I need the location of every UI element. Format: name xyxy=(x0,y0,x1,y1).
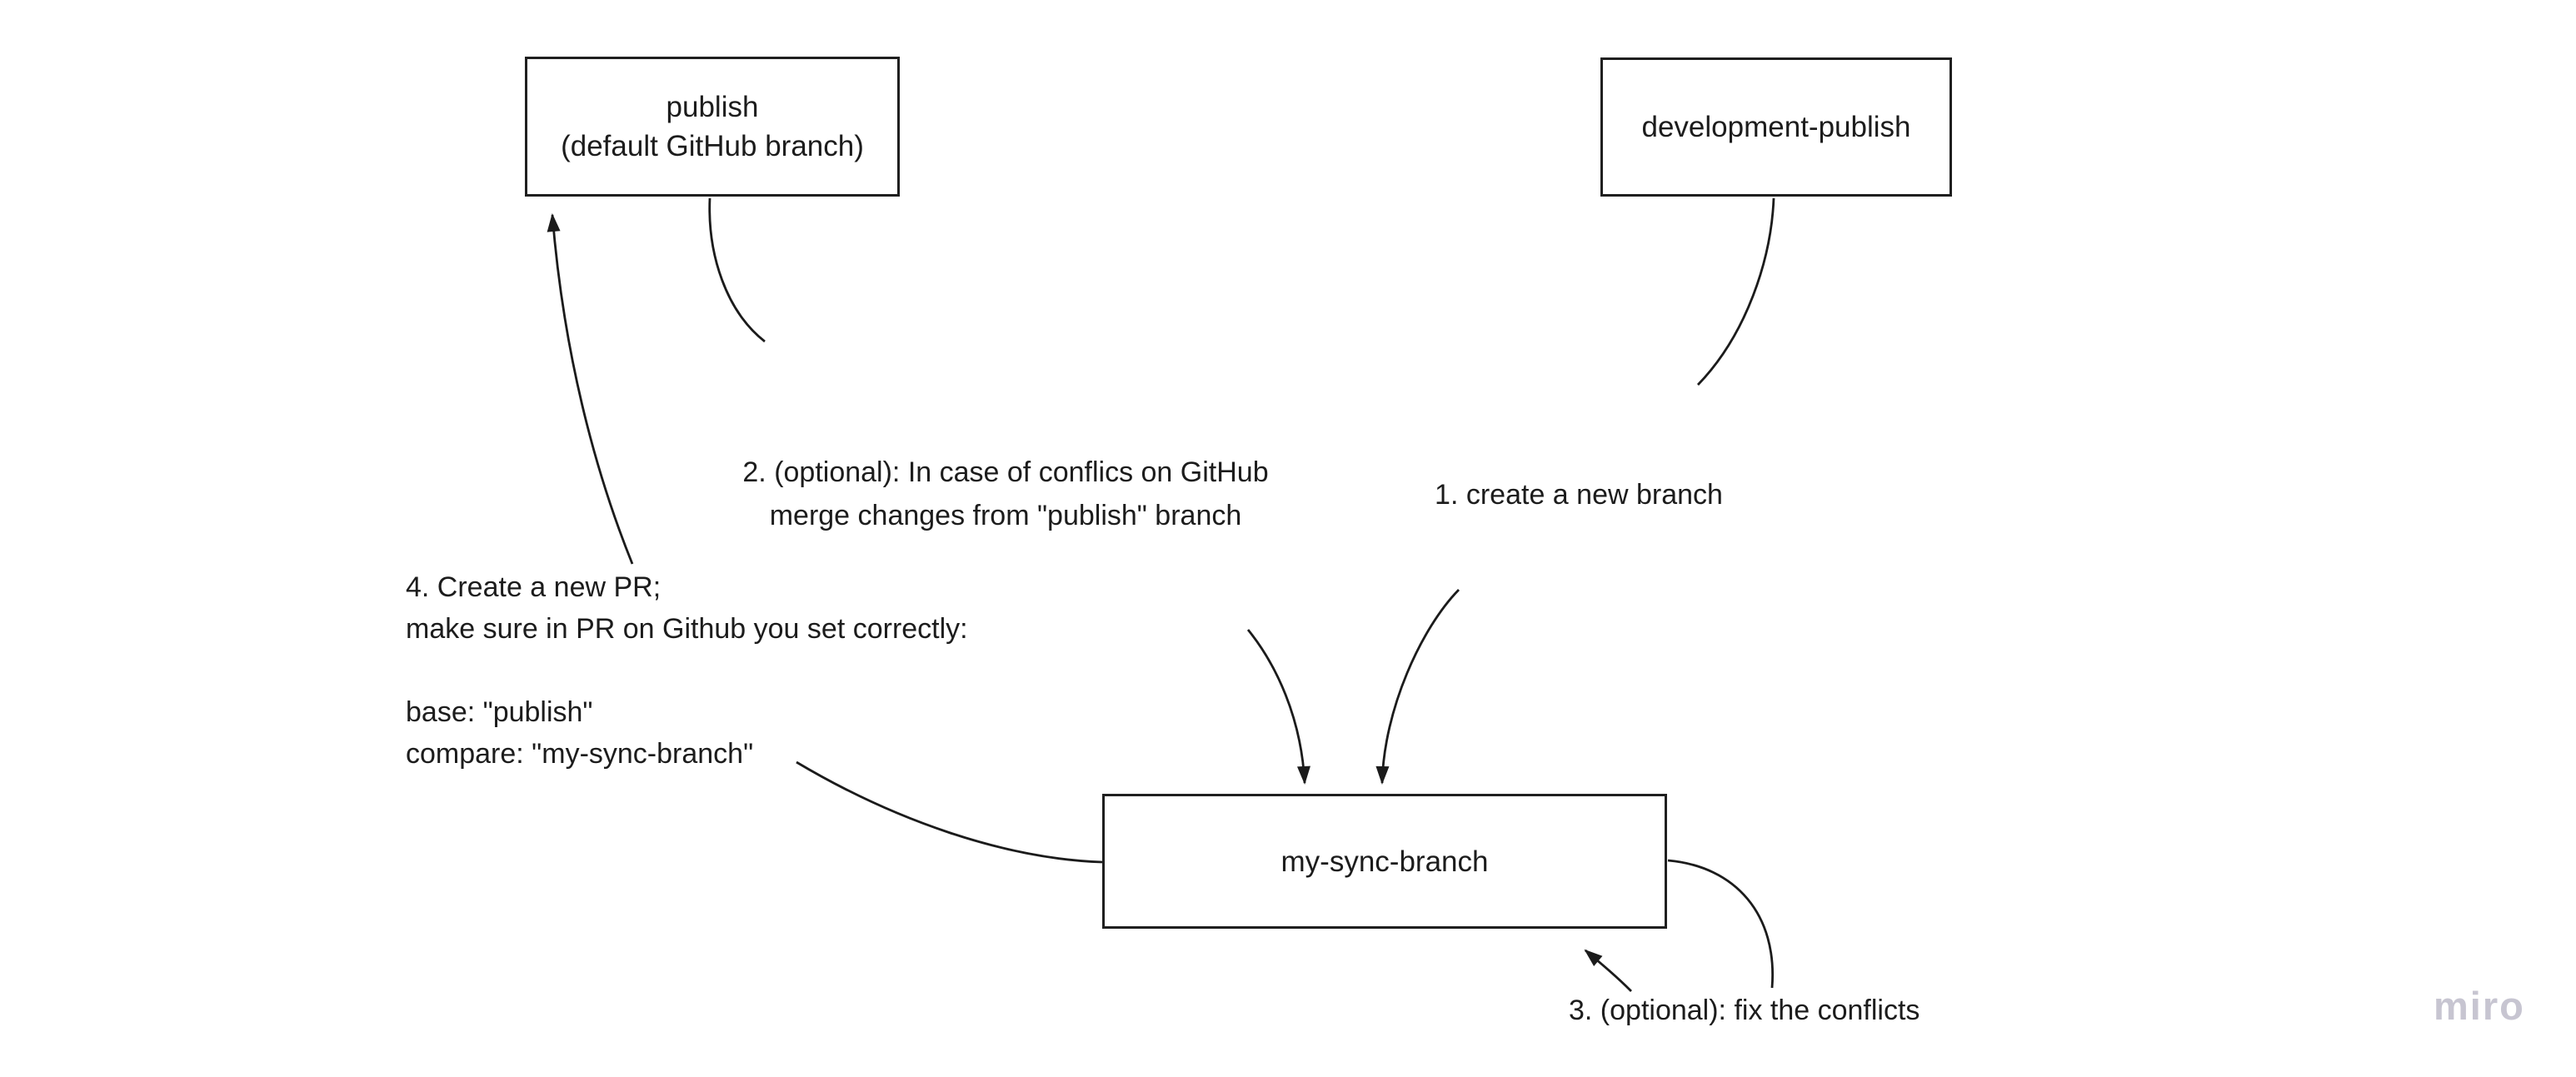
node-publish-label-line1: publish xyxy=(666,91,759,123)
edge-label-step2[interactable]: 2. (optional): In case of conflics on Gi… xyxy=(742,451,1268,537)
edge-step1-upper-segment[interactable] xyxy=(1696,197,1775,386)
edge-label-step2-line1: 2. (optional): In case of conflics on Gi… xyxy=(742,456,1269,488)
edge-label-step4-line3: base: "publish" xyxy=(406,696,593,728)
node-development-publish[interactable]: development-publish xyxy=(1600,57,1952,197)
edge-label-step2-line2: merge changes from "publish" branch xyxy=(769,500,1242,531)
edge-label-step4-line1: 4. Create a new PR; xyxy=(406,571,661,603)
edge-label-step3[interactable]: 3. (optional): fix the conflicts xyxy=(1569,992,1920,1029)
edge-step3-in-segment[interactable] xyxy=(1584,949,1632,992)
node-my-sync-branch[interactable]: my-sync-branch xyxy=(1102,794,1667,929)
node-publish-label-line2: (default GitHub branch) xyxy=(561,130,864,162)
edge-label-step4-spacer xyxy=(406,650,968,691)
edge-label-step1[interactable]: 1. create a new branch xyxy=(1435,473,1723,516)
node-development-publish-label: development-publish xyxy=(1641,111,1911,143)
edge-label-step4[interactable]: 4. Create a new PR; make sure in PR on G… xyxy=(406,566,968,775)
edge-step4-lower-segment[interactable] xyxy=(796,760,1103,864)
edge-label-step1-text: 1. create a new branch xyxy=(1435,479,1723,511)
edge-label-step3-text: 3. (optional): fix the conflicts xyxy=(1569,995,1920,1026)
edge-step3-out-segment[interactable] xyxy=(1667,859,1775,989)
edge-label-step4-line4: compare: "my-sync-branch" xyxy=(406,738,754,770)
node-my-sync-branch-label: my-sync-branch xyxy=(1281,845,1489,878)
edge-step2-lower-segment[interactable] xyxy=(1246,629,1310,785)
node-publish[interactable]: publish (default GitHub branch) xyxy=(525,57,900,197)
edge-step2-upper-segment[interactable] xyxy=(708,197,766,343)
miro-watermark-logo: miro xyxy=(2434,984,2525,1028)
edge-label-step4-line2: make sure in PR on Github you set correc… xyxy=(406,613,968,645)
edge-step1-lower-segment[interactable] xyxy=(1375,589,1460,785)
edge-step4-upper-segment[interactable] xyxy=(547,213,634,565)
